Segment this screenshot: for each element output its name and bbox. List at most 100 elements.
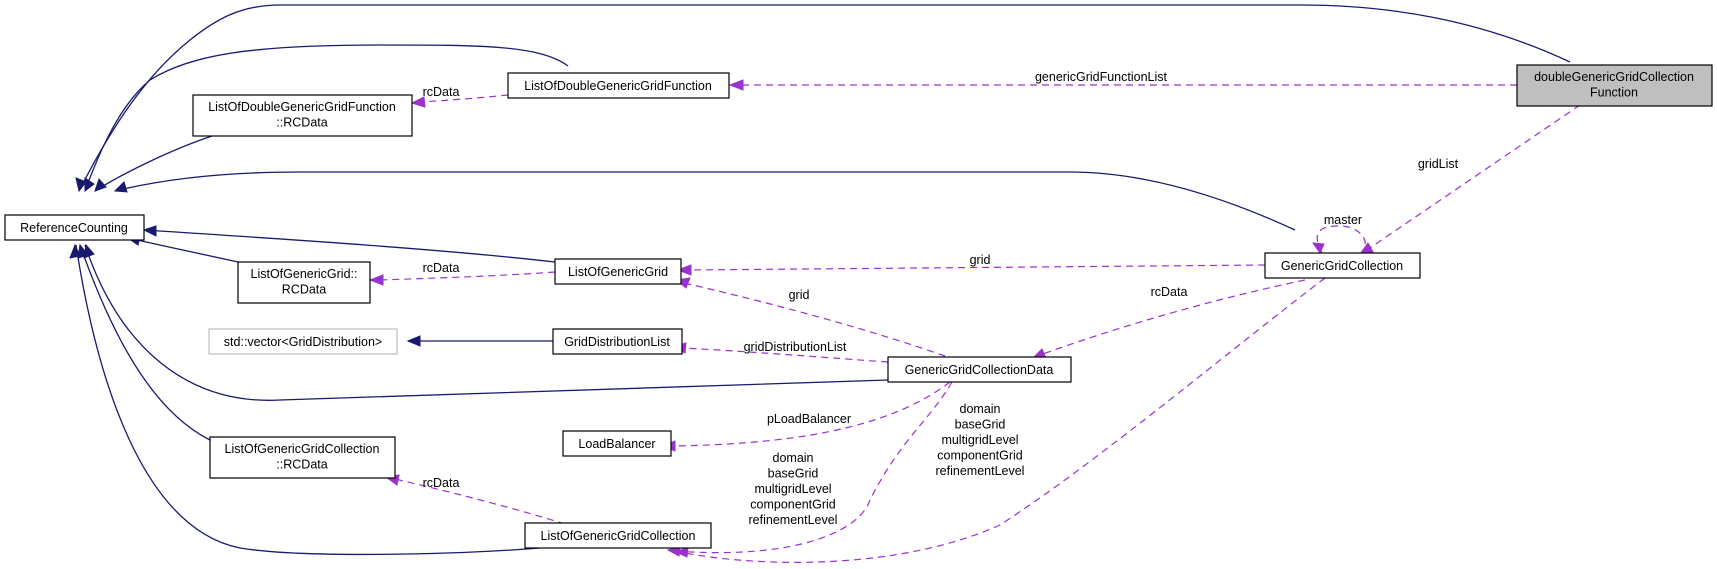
edge-label-rcdata: rcData xyxy=(1151,285,1188,299)
svg-text:ListOfDoubleGenericGridFunctio: ListOfDoubleGenericGridFunction::RCData xyxy=(208,100,396,130)
arrowhead xyxy=(368,274,384,286)
edge-label-grid: grid xyxy=(970,253,991,267)
usage-edges xyxy=(378,84,1581,563)
text-line: ::RCData xyxy=(276,458,327,472)
node-generic-grid-collection-data[interactable]: GenericGridCollectionData xyxy=(887,356,1072,383)
edge-rcdata-listofgridcollection xyxy=(394,478,566,525)
edge-label-gridlist: gridList xyxy=(1418,157,1459,171)
arrowhead xyxy=(83,243,95,259)
svg-text:ListOfDoubleGenericGridFunctio: ListOfDoubleGenericGridFunction xyxy=(524,79,712,93)
text-line: ListOfGenericGridCollection xyxy=(225,442,380,456)
edge-members-from-data xyxy=(673,381,953,554)
text-line: ReferenceCounting xyxy=(20,221,128,235)
text-line: rcData xyxy=(423,261,460,275)
arrowhead xyxy=(94,178,107,192)
text-line: domain xyxy=(960,402,1001,416)
edge-grid-bottom xyxy=(683,282,946,357)
svg-text:ReferenceCounting: ReferenceCounting xyxy=(20,221,128,235)
text-line: GridDistributionList xyxy=(564,335,670,349)
edge-label-rcdata: rcData xyxy=(423,85,460,99)
arrowhead xyxy=(410,96,426,108)
node-list-of-double-generic-grid-function-rcdata[interactable]: ListOfDoubleGenericGridFunction::RCData xyxy=(192,94,413,137)
edge-label-master: master xyxy=(1324,213,1362,227)
text-line: doubleGenericGridCollection xyxy=(1534,70,1694,84)
edge-rcdata-listofgenericgrid xyxy=(378,271,556,281)
svg-text:GridDistributionList: GridDistributionList xyxy=(564,335,670,349)
text-line: ListOfGenericGrid:: xyxy=(251,267,358,281)
text-line: genericGridFunctionList xyxy=(1035,70,1168,84)
edge-doublefunction-to-refcounting xyxy=(78,4,1571,192)
node-generic-grid-collection[interactable]: GenericGridCollection xyxy=(1264,252,1421,279)
arrowhead xyxy=(674,546,689,558)
text-line: gridList xyxy=(1418,157,1459,171)
text-line: LoadBalancer xyxy=(578,437,655,451)
edge-ploadbalancer xyxy=(670,381,951,447)
text-line: ListOfDoubleGenericGridFunction xyxy=(208,100,396,114)
arrowhead xyxy=(1311,242,1325,255)
arrowhead xyxy=(69,243,81,259)
edge-label-ploadbalancer: pLoadBalancer xyxy=(767,412,851,426)
edge-label-rcdata: rcData xyxy=(423,476,460,490)
edge-listofdoublefunction-to-refcounting xyxy=(84,44,569,192)
node-std-vector-grid-distribution[interactable]: std::vector<GridDistribution> xyxy=(208,328,398,355)
edge-label-rcdata: rcData xyxy=(423,261,460,275)
edge-rcdata-collection-data xyxy=(1039,279,1306,356)
node-list-of-generic-grid[interactable]: ListOfGenericGrid xyxy=(554,258,682,285)
text-line: GenericGridCollectionData xyxy=(905,363,1054,377)
text-line: ListOfDoubleGenericGridFunction xyxy=(524,79,712,93)
arrowhead xyxy=(75,177,87,193)
svg-text:ListOfGenericGridCollection::R: ListOfGenericGridCollection::RCData xyxy=(225,442,380,472)
node-load-balancer[interactable]: LoadBalancer xyxy=(562,430,672,457)
node-list-of-double-generic-grid-function[interactable]: ListOfDoubleGenericGridFunction xyxy=(507,72,730,99)
node-grid-distribution-list[interactable]: GridDistributionList xyxy=(552,328,683,355)
node-list-of-generic-grid-collection[interactable]: ListOfGenericGridCollection xyxy=(524,522,712,549)
text-line: std::vector<GridDistribution> xyxy=(224,335,382,349)
arrowhead xyxy=(84,177,95,193)
text-line: rcData xyxy=(423,476,460,490)
arrowhead xyxy=(113,181,128,193)
svg-text:ListOfGenericGrid::RCData: ListOfGenericGrid::RCData xyxy=(251,267,358,297)
text-line: Function xyxy=(1590,86,1638,100)
svg-text:ListOfGenericGrid: ListOfGenericGrid xyxy=(568,265,668,279)
text-line: gridDistributionList xyxy=(744,340,847,354)
usage-arrowheads xyxy=(368,79,1374,558)
text-line: refinementLevel xyxy=(936,464,1025,478)
text-line: grid xyxy=(789,288,810,302)
edge-grid-top xyxy=(686,264,1266,271)
edge-master xyxy=(1316,225,1366,254)
edge-listofgridcollection-to-refcounting xyxy=(75,244,541,556)
text-line: baseGrid xyxy=(955,418,1006,432)
edge-members-from-collection xyxy=(679,277,1326,563)
text-line: GenericGridCollection xyxy=(1281,259,1403,273)
text-line: pLoadBalancer xyxy=(767,412,851,426)
inheritance-edges xyxy=(75,4,1571,556)
text-line: rcData xyxy=(423,85,460,99)
node-list-of-generic-grid-rcdata[interactable]: ListOfGenericGrid::RCData xyxy=(237,261,371,304)
edge-gridlist xyxy=(1366,104,1581,251)
arrowhead xyxy=(728,79,744,91)
edge-listofgridcollection-rcdata-to-refcounting xyxy=(79,244,211,441)
node-reference-counting[interactable]: ReferenceCounting xyxy=(4,214,145,241)
edge-listofgenericgrid-rcdata-to-refcounting xyxy=(127,237,239,263)
text-line: refinementLevel xyxy=(749,513,838,527)
edge-rcdata-listofdoublefunction xyxy=(420,94,509,103)
text-line: grid xyxy=(970,253,991,267)
text-line: RCData xyxy=(282,283,327,297)
edge-labels: genericGridFunctionList rcData gridList … xyxy=(423,70,1459,527)
svg-text:GenericGridCollectionData: GenericGridCollectionData xyxy=(905,363,1054,377)
node-list-of-generic-grid-collection-rcdata[interactable]: ListOfGenericGridCollection::RCData xyxy=(209,436,396,479)
edge-label-grid: grid xyxy=(789,288,810,302)
arrowhead xyxy=(406,335,421,347)
svg-text:LoadBalancer: LoadBalancer xyxy=(578,437,655,451)
text-line: componentGrid xyxy=(937,449,1023,463)
inheritance-arrowheads xyxy=(69,177,421,347)
arrowhead xyxy=(676,264,692,276)
svg-text:GenericGridCollection: GenericGridCollection xyxy=(1281,259,1403,273)
text-line: ::RCData xyxy=(276,116,327,130)
